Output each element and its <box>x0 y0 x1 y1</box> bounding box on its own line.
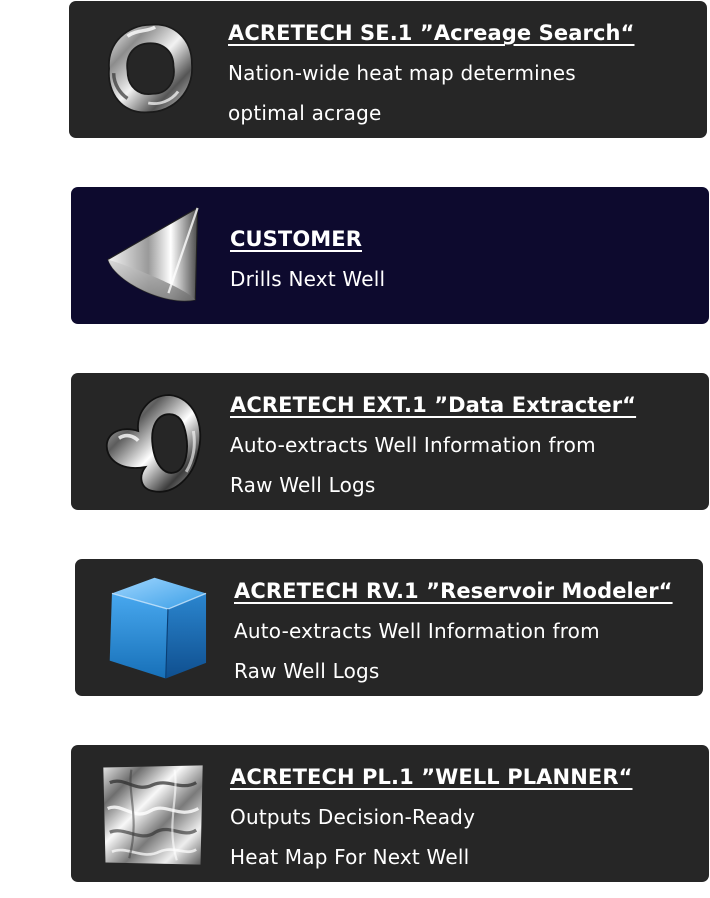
card-description-line: Drills Next Well <box>230 267 386 291</box>
chrome-torus-icon <box>95 383 215 503</box>
card-description-line: Auto-extracts Well Information from <box>230 433 596 457</box>
card-well-planner: ACRETECH PL.1 ”WELL PLANNER“ Outputs Dec… <box>71 745 709 882</box>
card-description-line: Nation-wide heat map determines <box>228 61 576 85</box>
card-description: Auto-extracts Well Information from Raw … <box>230 425 636 505</box>
card-description-line: Outputs Decision-Ready <box>230 805 476 829</box>
card-title: CUSTOMER <box>230 227 362 251</box>
card-customer: CUSTOMER Drills Next Well <box>71 187 709 324</box>
card-title: ACRETECH SE.1 ”Acreage Search“ <box>228 21 635 45</box>
card-text: ACRETECH EXT.1 ”Data Extracter“ Auto-ext… <box>230 392 636 505</box>
card-title: ACRETECH RV.1 ”Reservoir Modeler“ <box>234 579 673 603</box>
card-description-line: optimal acrage <box>228 101 382 125</box>
card-acreage-search: ACRETECH SE.1 ”Acreage Search“ Nation-wi… <box>69 1 707 138</box>
card-text: CUSTOMER Drills Next Well <box>230 226 385 299</box>
chrome-cone-icon <box>99 199 211 311</box>
blue-cube-icon <box>103 571 215 683</box>
chrome-ring-icon <box>93 11 208 126</box>
card-text: ACRETECH RV.1 ”Reservoir Modeler“ Auto-e… <box>234 578 673 691</box>
card-description: Drills Next Well <box>230 259 385 299</box>
card-description: Auto-extracts Well Information from Raw … <box>234 611 673 691</box>
card-text: ACRETECH PL.1 ”WELL PLANNER“ Outputs Dec… <box>230 764 633 877</box>
chrome-crumpled-sheet-icon <box>99 761 207 869</box>
card-description-line: Raw Well Logs <box>230 473 376 497</box>
card-description-line: Heat Map For Next Well <box>230 845 470 869</box>
card-description: Outputs Decision-Ready Heat Map For Next… <box>230 797 633 877</box>
card-description: Nation-wide heat map determines optimal … <box>228 53 634 133</box>
card-title: ACRETECH EXT.1 ”Data Extracter“ <box>230 393 637 417</box>
card-text: ACRETECH SE.1 ”Acreage Search“ Nation-wi… <box>228 20 634 133</box>
card-title: ACRETECH PL.1 ”WELL PLANNER“ <box>230 765 633 789</box>
card-reservoir-modeler: ACRETECH RV.1 ”Reservoir Modeler“ Auto-e… <box>75 559 703 696</box>
card-description-line: Raw Well Logs <box>234 659 380 683</box>
card-description-line: Auto-extracts Well Information from <box>234 619 600 643</box>
card-data-extracter: ACRETECH EXT.1 ”Data Extracter“ Auto-ext… <box>71 373 709 510</box>
